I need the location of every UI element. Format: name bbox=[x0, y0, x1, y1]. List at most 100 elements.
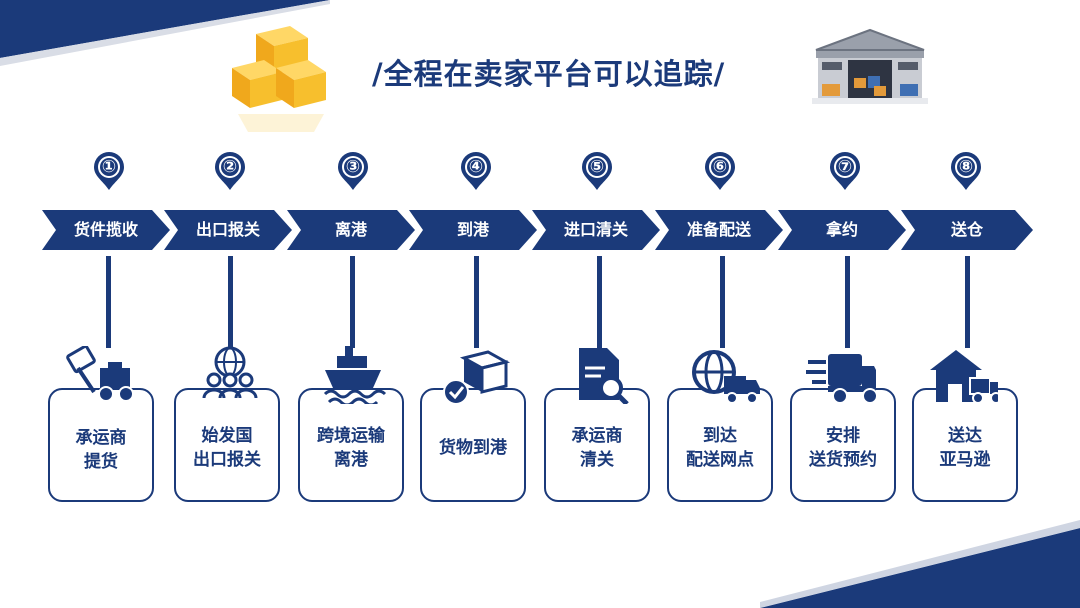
step-1-card: 承运商提货 bbox=[48, 388, 154, 502]
stage-label: 拿约 bbox=[825, 220, 858, 239]
connector-line bbox=[474, 256, 479, 348]
step-4-card: 货物到港 bbox=[420, 388, 526, 502]
card-line: 货物到港 bbox=[439, 438, 507, 458]
card-text: 货物到港 bbox=[422, 436, 524, 460]
card-line: 承运商 bbox=[571, 426, 623, 446]
card-text: 跨境运输离港 bbox=[300, 424, 402, 472]
connector-line bbox=[350, 256, 355, 348]
globe-truck-icon bbox=[692, 350, 760, 404]
page-title: /全程在卖家平台可以追踪/ bbox=[372, 57, 726, 91]
title-container: /全程在卖家平台可以追踪/ bbox=[372, 50, 772, 94]
step-number: ① bbox=[101, 157, 117, 177]
card-text: 到达配送网点 bbox=[669, 424, 771, 472]
card-line: 配送网点 bbox=[686, 450, 754, 470]
card-line: 始发国 bbox=[201, 426, 253, 446]
chevron-shape bbox=[532, 210, 660, 250]
step-7-stage-arrow: 拿约 bbox=[778, 210, 906, 250]
card-line: 送达 bbox=[948, 426, 982, 446]
map-pin-icon bbox=[582, 152, 612, 190]
card-line: 亚马逊 bbox=[939, 450, 991, 470]
card-line: 离港 bbox=[334, 450, 368, 470]
card-line: 跨境运输 bbox=[317, 426, 385, 446]
card-line: 提货 bbox=[84, 452, 118, 472]
stage-label: 进口清关 bbox=[563, 220, 628, 239]
stage-label: 货件揽收 bbox=[73, 220, 138, 239]
chevron-shape bbox=[778, 210, 906, 250]
step-3-number-pin: ③ bbox=[336, 152, 372, 192]
chevron-shape bbox=[901, 210, 1033, 250]
ship-icon bbox=[323, 346, 387, 404]
card-line: 清关 bbox=[580, 450, 614, 470]
card-line: 出口报关 bbox=[193, 450, 261, 470]
house-truck-icon bbox=[930, 350, 998, 404]
package-check-icon bbox=[443, 350, 511, 405]
step-number: ④ bbox=[468, 157, 484, 177]
chevron-shape bbox=[655, 210, 783, 250]
fast-truck-icon bbox=[806, 354, 876, 404]
step-8-stage-arrow: 送仓 bbox=[901, 210, 1033, 250]
map-pin-icon bbox=[705, 152, 735, 190]
map-pin-icon bbox=[338, 152, 368, 190]
step-number: ⑧ bbox=[958, 157, 974, 177]
top-left-corner-decoration bbox=[0, 0, 330, 66]
step-number: ⑦ bbox=[837, 157, 853, 177]
step-7-card: 安排送货预约 bbox=[790, 388, 896, 502]
connector-line bbox=[228, 256, 233, 348]
step-3-stage-arrow: 离港 bbox=[287, 210, 415, 250]
step-6-stage-arrow: 准备配送 bbox=[655, 210, 783, 250]
stacked-boxes-icon bbox=[232, 26, 326, 132]
step-2-card: 始发国出口报关 bbox=[174, 388, 280, 502]
chevron-shape bbox=[42, 210, 170, 250]
globe-people-icon bbox=[202, 346, 258, 399]
connector-line bbox=[597, 256, 602, 348]
step-4-stage-arrow: 到港 bbox=[409, 210, 537, 250]
step-8-number-pin: ⑧ bbox=[949, 152, 985, 192]
card-line: 承运商 bbox=[75, 428, 127, 448]
step-2-stage-arrow: 出口报关 bbox=[164, 210, 292, 250]
card-text: 始发国出口报关 bbox=[176, 424, 278, 472]
chevron-shape bbox=[164, 210, 292, 250]
connector-line bbox=[106, 256, 111, 348]
map-pin-icon bbox=[951, 152, 981, 190]
chevron-shape bbox=[409, 210, 537, 250]
step-8-card: 送达亚马逊 bbox=[912, 388, 1018, 502]
step-5-stage-arrow: 进口清关 bbox=[532, 210, 660, 250]
step-number: ⑤ bbox=[589, 157, 605, 177]
card-text: 送达亚马逊 bbox=[914, 424, 1016, 472]
card-line: 到达 bbox=[703, 426, 737, 446]
step-4-number-pin: ④ bbox=[459, 152, 495, 192]
step-1-number-pin: ① bbox=[92, 152, 128, 192]
step-7-number-pin: ⑦ bbox=[828, 152, 864, 192]
step-5-card: 承运商清关 bbox=[544, 388, 650, 502]
step-5-number-pin: ⑤ bbox=[580, 152, 616, 192]
step-3-card: 跨境运输离港 bbox=[298, 388, 404, 502]
document-search-icon bbox=[579, 348, 629, 404]
stage-label: 送仓 bbox=[950, 220, 983, 239]
map-pin-icon bbox=[830, 152, 860, 190]
map-pin-icon bbox=[461, 152, 491, 190]
connector-line bbox=[845, 256, 850, 348]
stage-label: 到港 bbox=[456, 220, 489, 239]
connector-line bbox=[965, 256, 970, 348]
map-pin-icon bbox=[215, 152, 245, 190]
step-2-number-pin: ② bbox=[213, 152, 249, 192]
card-text: 承运商提货 bbox=[50, 426, 152, 474]
step-6-number-pin: ⑥ bbox=[703, 152, 739, 192]
connector-line bbox=[720, 256, 725, 348]
step-6-card: 到达配送网点 bbox=[667, 388, 773, 502]
warehouse-icon bbox=[812, 28, 928, 104]
chevron-shape bbox=[287, 210, 415, 250]
forklift-icon bbox=[66, 346, 134, 402]
stage-label: 出口报关 bbox=[195, 220, 260, 239]
step-number: ⑥ bbox=[712, 157, 728, 177]
card-text: 安排送货预约 bbox=[792, 424, 894, 472]
step-1-stage-arrow: 货件揽收 bbox=[42, 210, 170, 250]
step-number: ② bbox=[222, 157, 238, 177]
card-line: 安排 bbox=[826, 426, 860, 446]
bottom-right-corner-decoration bbox=[760, 520, 1080, 608]
step-number: ③ bbox=[345, 157, 361, 177]
card-text: 承运商清关 bbox=[546, 424, 648, 472]
stage-label: 准备配送 bbox=[686, 220, 751, 239]
map-pin-icon bbox=[94, 152, 124, 190]
stage-label: 离港 bbox=[334, 220, 367, 239]
